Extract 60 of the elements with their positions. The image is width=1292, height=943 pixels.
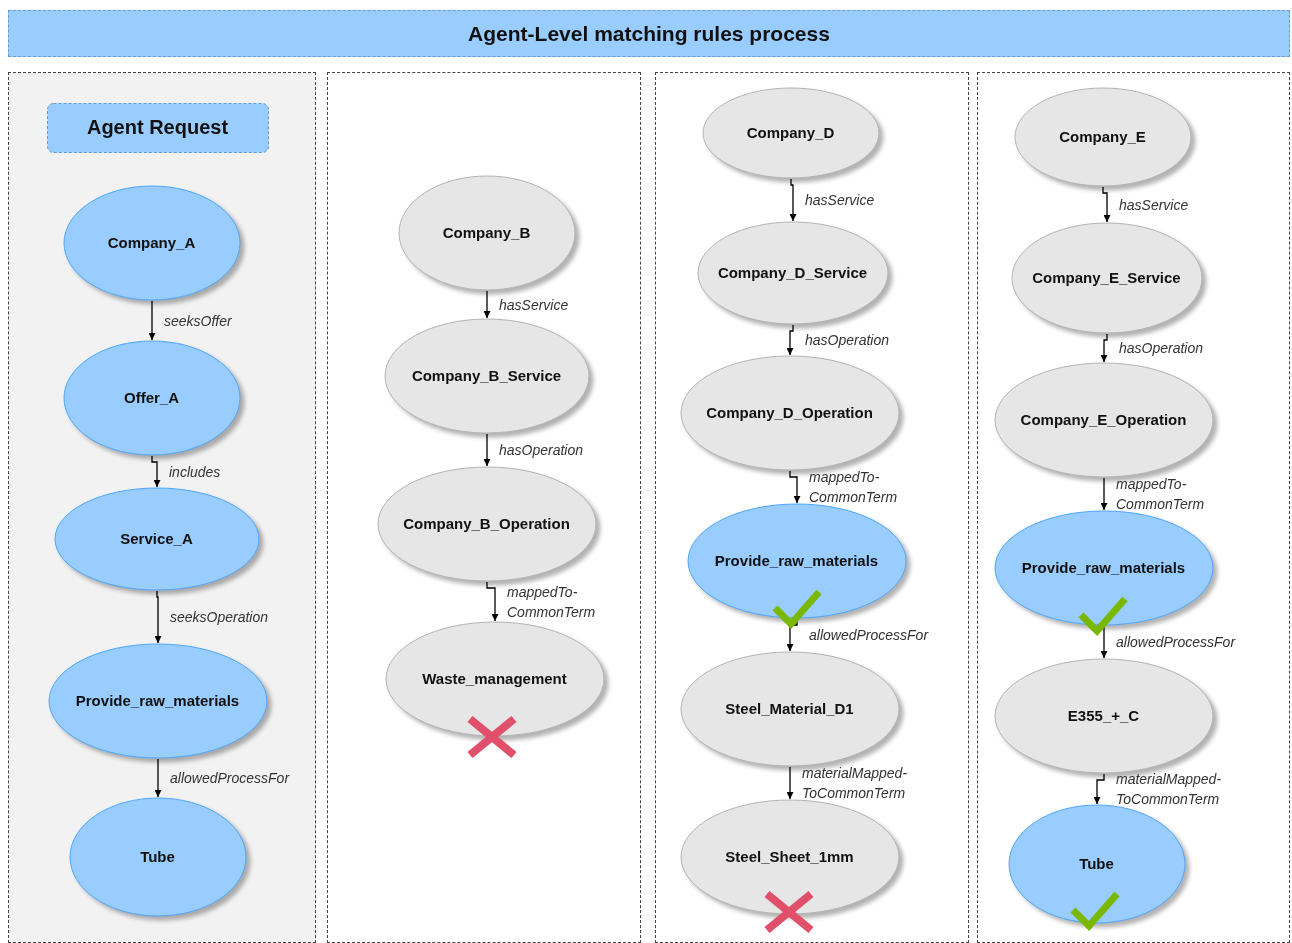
node-label: Provide_raw_materials [714,552,879,569]
column-panel [327,72,641,943]
column-panel [655,72,969,943]
node-label: Offer_A [124,389,179,406]
node-label: Company_B_Service [411,367,562,384]
edge-label: hasService [1119,195,1189,215]
arrow [154,758,162,798]
edge-label: seeksOperation [170,608,269,627]
edge-label: allowedProcessFor [170,769,290,788]
edge-label: allowedProcessFor [809,626,929,645]
node-label: Company_A [107,234,196,251]
edge-label: hasOperation [1119,339,1204,358]
node-label: Tube [1079,855,1114,872]
arrow [1100,625,1108,659]
edge-label: hasOperation [805,331,890,350]
node-label: Waste_management [422,670,567,687]
arrow [1100,477,1108,511]
column-panel [977,72,1290,943]
edge-label: includes [169,462,221,482]
node-label: Provide_raw_materials [75,692,240,709]
arrow [148,300,156,341]
edge-label: mappedTo-CommonTerm [1116,475,1206,514]
arrow [786,324,794,356]
node-label: Company_E [1059,128,1146,145]
node-label: Company_B [442,224,531,241]
node-label: Service_A [120,530,193,547]
node-label: Company_D_Operation [706,404,873,421]
node-label: Company_B_Operation [403,515,570,532]
node-label: Company_D [746,124,835,141]
edge-label: seeksOffer [164,311,232,331]
node-label: Company_E_Service [1032,269,1181,286]
node-label: Company_E_Operation [1020,411,1187,428]
arrow [151,455,161,488]
edge-label: mappedTo-CommonTerm [809,468,899,507]
arrow [486,581,499,622]
node-label: Tube [140,848,175,865]
arrow [1102,186,1111,223]
node-label: Steel_Material_D1 [725,700,854,717]
arrow [483,433,491,467]
edge-label: materialMapped-ToCommonTerm [802,764,909,803]
edge-label: hasService [499,295,569,315]
column-panel [8,72,316,943]
edge-label: allowedProcessFor [1116,633,1236,652]
edge-label: hasOperation [499,441,584,460]
title-banner: Agent-Level matching rules process [8,10,1290,57]
edge-label: mappedTo-CommonTerm [507,582,597,622]
arrow [1093,773,1105,805]
arrow [154,590,162,644]
edge-label: hasService [805,191,875,210]
node-label: Steel_Sheet_1mm [725,848,854,865]
arrow [483,290,491,319]
node-label: Agent Request [86,116,229,139]
node-label: E355_+_C [1067,707,1140,724]
arrow [786,766,794,800]
arrow [789,178,797,222]
arrow [789,470,801,504]
node-label: Provide_raw_materials [1021,559,1186,576]
edge-label: materialMapped-ToCommonTerm [1116,770,1223,809]
arrow [1100,333,1108,363]
node-label: Company_D_Service [717,264,868,281]
